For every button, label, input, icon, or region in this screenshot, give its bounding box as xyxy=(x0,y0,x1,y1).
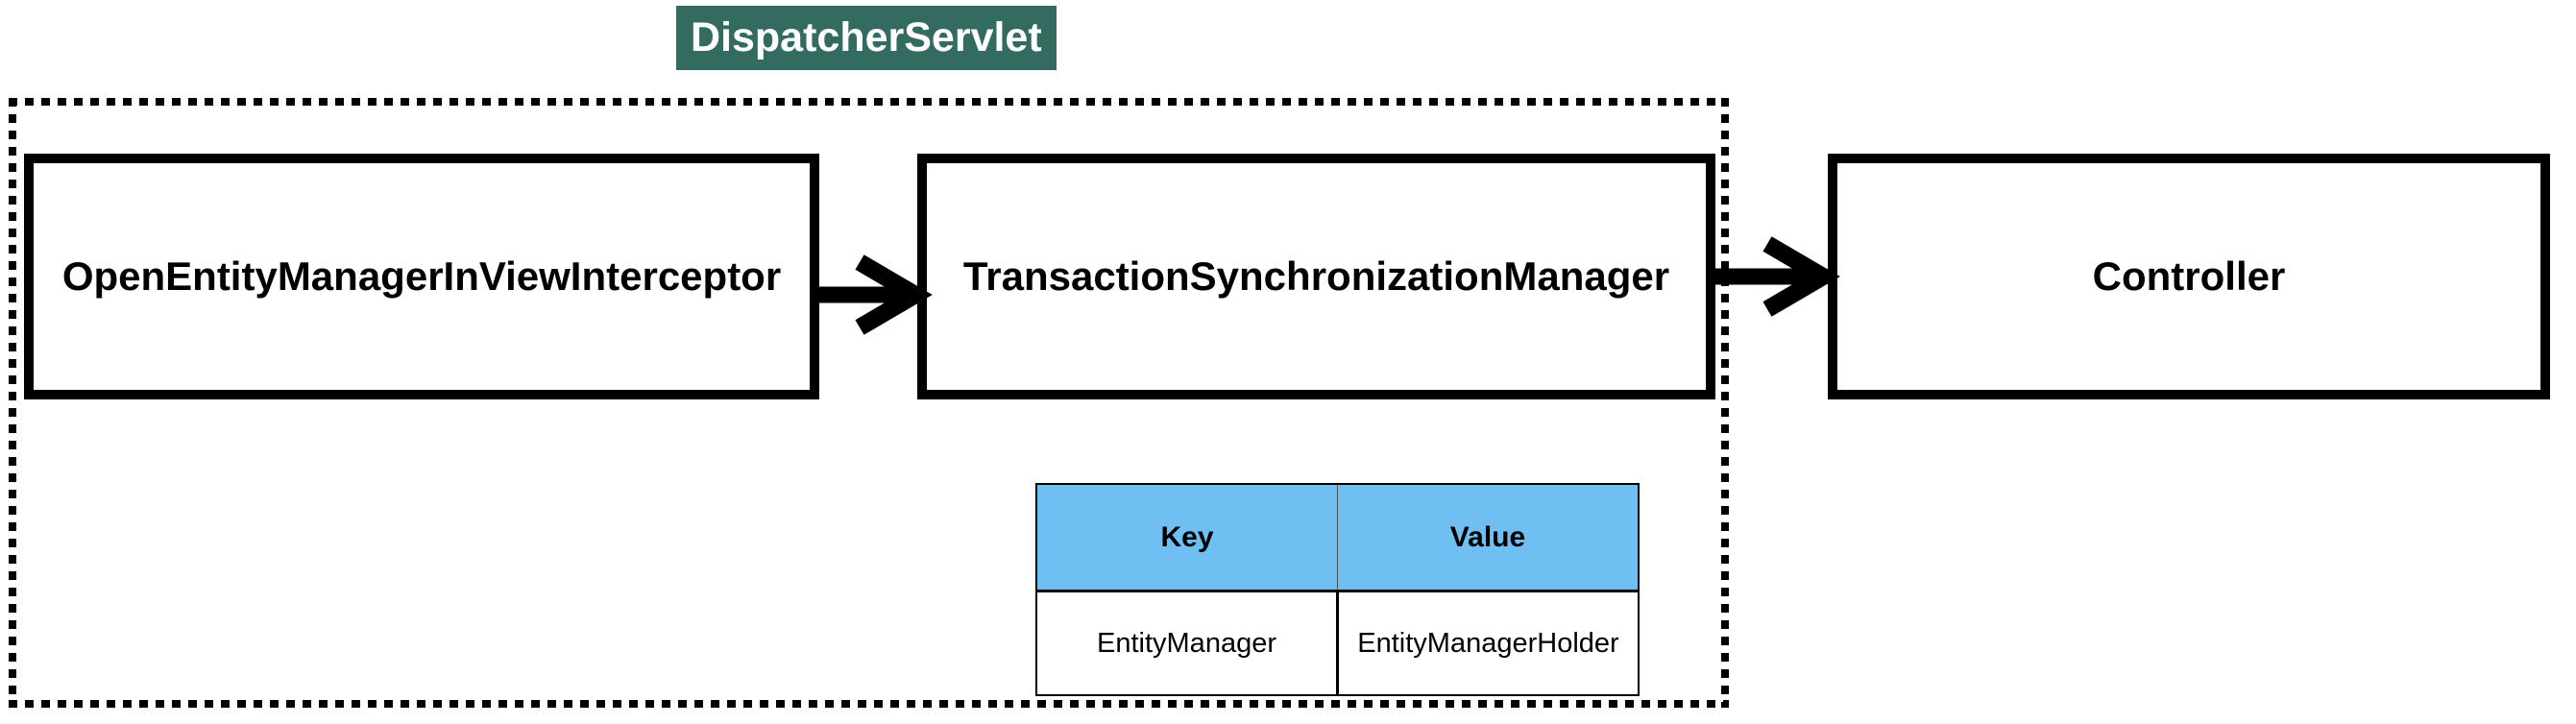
node-label: Controller xyxy=(2092,253,2286,299)
thread-binding-table: Key Value EntityManager EntityManagerHol… xyxy=(1035,483,1640,696)
table-header-key: Key xyxy=(1036,484,1338,592)
table-cell-key: EntityManager xyxy=(1036,591,1339,695)
node-label: TransactionSynchronizationManager xyxy=(962,253,1670,299)
table-header-row: Key Value xyxy=(1036,484,1639,592)
table-row: EntityManager EntityManagerHolder xyxy=(1036,591,1639,695)
node-label: OpenEntityManagerInViewInterceptor xyxy=(61,253,782,299)
node-controller: Controller xyxy=(1828,154,2550,399)
dispatcher-servlet-label: DispatcherServlet xyxy=(676,6,1057,70)
arrow-right-icon xyxy=(1714,236,1840,317)
node-transaction-synchronization-manager: TransactionSynchronizationManager xyxy=(917,154,1715,399)
table-header-value: Value xyxy=(1337,484,1639,592)
arrow-right-icon xyxy=(812,254,933,335)
node-open-entity-manager-in-view-interceptor: OpenEntityManagerInViewInterceptor xyxy=(24,154,819,399)
table-cell-value: EntityManagerHolder xyxy=(1357,627,1619,659)
